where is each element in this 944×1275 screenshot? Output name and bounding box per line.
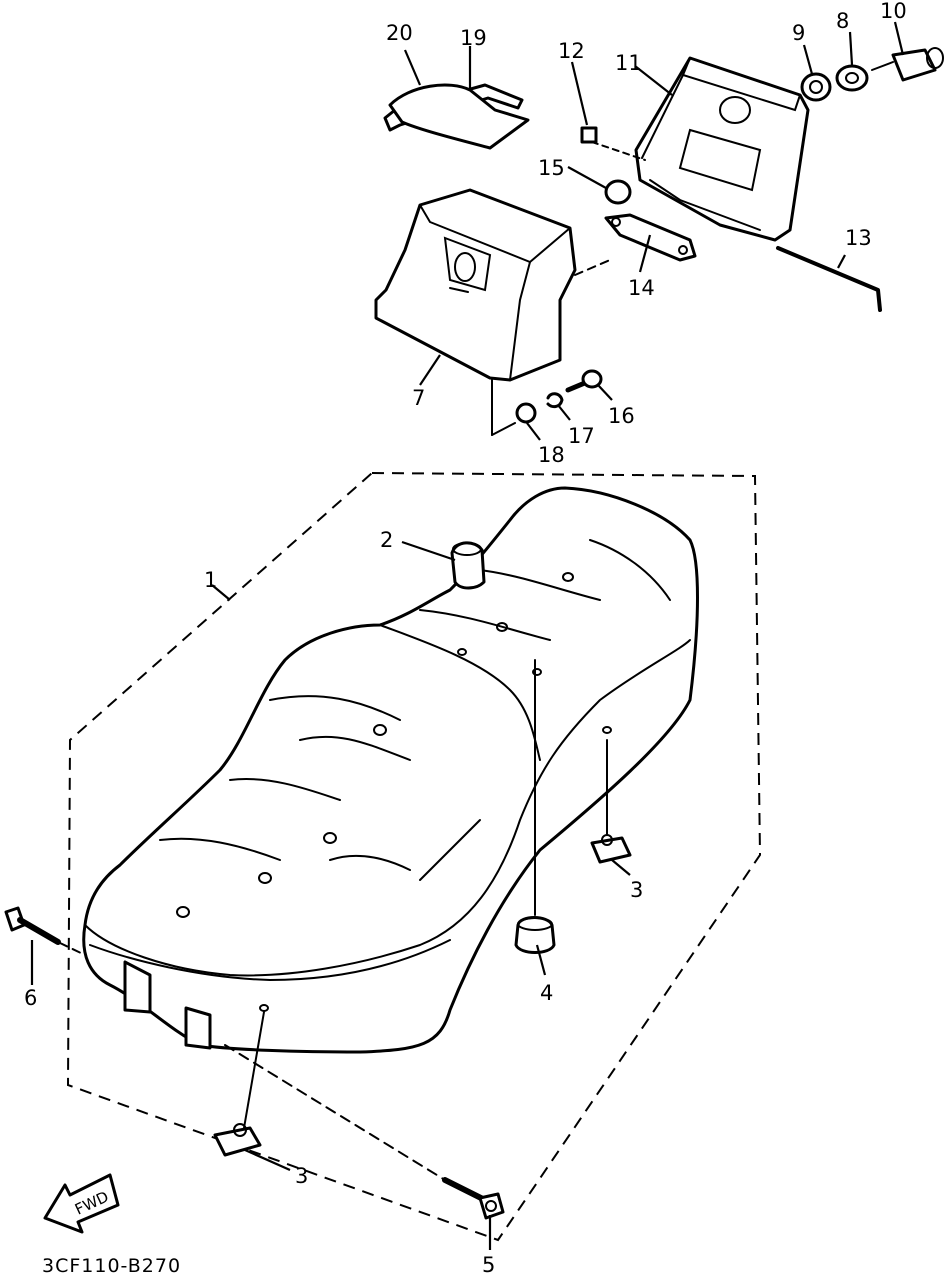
callout-17: 17 [568,424,595,448]
callout-20: 20 [386,21,413,45]
nut[interactable] [835,64,869,92]
seat[interactable] [82,486,699,1054]
bolt-6[interactable] [4,906,61,945]
seat-cover-panel[interactable] [634,56,810,242]
forward-direction-arrow: FWD [43,1173,120,1234]
callout-4: 4 [540,981,553,1005]
bolt-5[interactable] [442,1177,505,1220]
washer-17[interactable] [546,392,564,409]
callout-9: 9 [792,21,805,45]
cap[interactable] [604,179,632,205]
seat-assembly-boundary [66,472,762,1242]
screw[interactable] [565,369,603,393]
drawing-code: 3CF110-B270 [42,1255,181,1275]
callout-13: 13 [845,226,872,250]
callout-8: 8 [836,9,849,33]
leader-lines [30,21,905,1250]
callout-15: 15 [538,156,565,180]
callout-5: 5 [482,1253,495,1275]
callout-7: 7 [412,386,425,410]
tray[interactable] [388,83,530,150]
callout-19: 19 [460,26,487,50]
callout-6: 6 [24,986,37,1010]
callout-3a: 3 [630,878,643,902]
damper[interactable] [514,916,556,954]
bracket-b[interactable] [213,1123,262,1157]
callout-1: 1 [204,568,217,592]
clip[interactable] [580,126,598,144]
callout-18: 18 [538,443,565,467]
washer-9[interactable] [800,72,832,102]
rod[interactable] [776,246,882,312]
seat-knob[interactable] [450,541,486,590]
key-lock[interactable] [871,47,944,82]
callout-14: 14 [628,276,655,300]
plate[interactable] [604,213,697,262]
callout-16: 16 [608,404,635,428]
callout-numbers: 1 2 3 3 4 5 6 7 8 9 10 11 12 13 14 15 16… [24,0,907,1275]
storage-box[interactable] [374,188,577,382]
callout-3b: 3 [295,1164,308,1188]
callout-10: 10 [880,0,907,23]
washer-18[interactable] [515,402,537,424]
callout-2: 2 [380,528,393,552]
callout-12: 12 [558,39,585,63]
callout-11: 11 [615,51,642,75]
bracket-a[interactable] [590,834,632,864]
